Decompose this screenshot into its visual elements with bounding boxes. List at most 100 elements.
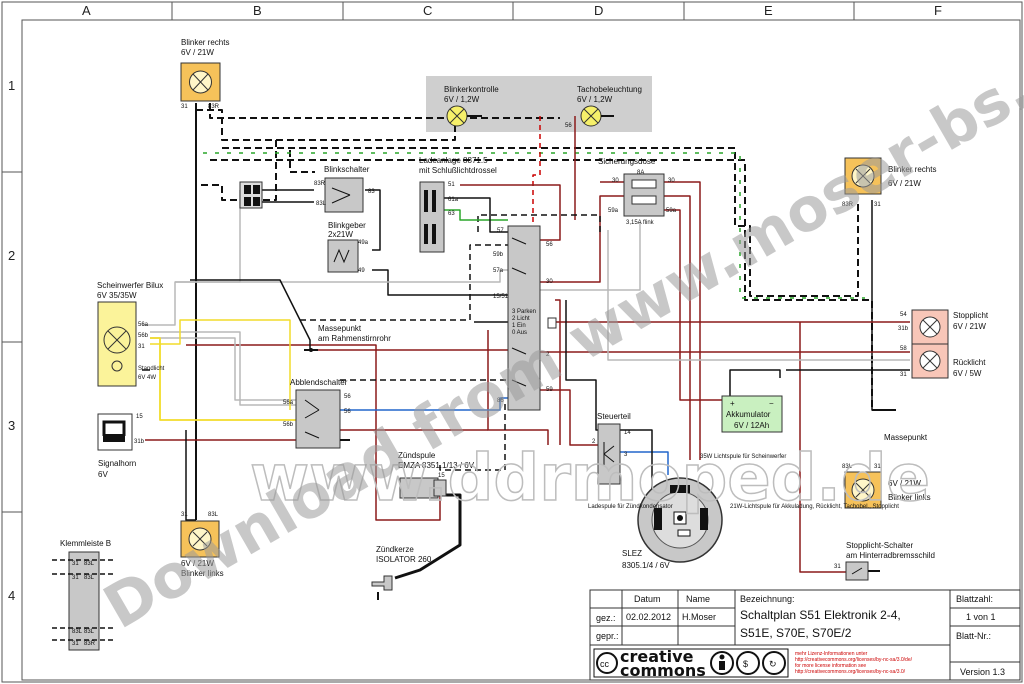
wire-black <box>289 150 315 173</box>
wire-green-dashed <box>203 152 865 299</box>
pin-label: 83R <box>84 641 96 647</box>
blinker-rechts-top-name: Blinker rechts <box>181 38 229 47</box>
pin-label: 58 <box>900 346 907 352</box>
wire-red-dashed <box>532 116 541 225</box>
pin-label: 31 <box>874 464 881 470</box>
title-col-name: Name <box>686 594 710 604</box>
wire-yellow <box>150 319 291 410</box>
pin-label: 31b <box>134 439 145 445</box>
signalhorn-name: Signalhorn <box>98 459 136 468</box>
wire-black <box>196 109 456 141</box>
pin-label: 63 <box>448 211 455 217</box>
blinkerkontrolle-name: Blinkerkontrolle <box>444 85 499 94</box>
standlicht-label: Standlicht <box>138 366 165 372</box>
pin-label: 49 <box>358 268 365 274</box>
massepunkt-rahmen-sub: am Rahmenstirnrohr <box>318 334 391 343</box>
zuendspule-name: Zündspule <box>398 451 436 460</box>
sicherungsdose: Sicherungsdose 8A 3,15A flink 30 30 59a … <box>598 157 677 226</box>
blinker-rechts-right-rating: 6V / 21W <box>888 179 921 188</box>
zuendkerze-name: Zündkerze <box>376 545 414 554</box>
title-gez-datum: 02.02.2012 <box>626 612 671 622</box>
pin-label: 14 <box>624 430 631 436</box>
massepunkt-right: Massepunkt <box>872 409 928 442</box>
pin-label: 15 <box>438 473 445 479</box>
wire-black <box>365 189 381 251</box>
signalhorn: Signalhorn 6V 15 31b <box>97 413 145 479</box>
pin-label: 83L <box>316 201 327 207</box>
pin-label: 56b <box>138 333 149 339</box>
wire-grey <box>150 331 296 406</box>
pin-label: 83L <box>84 561 95 567</box>
blinkschalter-name: Blinkschalter <box>324 165 370 174</box>
blinkgeber: Blinkgeber 2x21W 49a 49 <box>327 221 369 274</box>
blinker-rechts-right-name: Blinker rechts <box>888 165 936 174</box>
abblendschalter-name: Abblendschalter <box>290 378 348 387</box>
blinker-links-right: 6V / 21W Blinker links 83L 31 <box>842 464 931 509</box>
akkumulator-minus: − <box>769 399 774 408</box>
pin-label: 61a <box>448 197 459 203</box>
title-gez-name: H.Moser <box>682 612 716 622</box>
tachobeleuchtung: Tachobeleuchtung 6V / 1,2W 56 <box>565 85 642 129</box>
pin-label: 56b <box>283 422 294 428</box>
wire-black <box>439 400 506 471</box>
pin-label: 83L <box>842 464 853 470</box>
wire-blue <box>615 451 669 475</box>
blinker-links-right-name: Blinker links <box>888 493 931 502</box>
stopplicht-schalter-name: Stopplicht-Schalter <box>846 541 913 550</box>
title-blattzahl-label: Blattzahl: <box>956 594 993 604</box>
sicherungsdose-name: Sicherungsdose <box>598 157 656 166</box>
stopplicht-schalter-sub: am Hinterradbremsschild <box>846 551 935 560</box>
pin-label: 56 <box>344 394 351 400</box>
massepunkt-right-name: Massepunkt <box>884 433 928 442</box>
akkumulator: + − Akkumulator 6V / 12Ah <box>721 395 783 433</box>
blinker-links-bottom: 6V / 21W Blinker links 31 83L <box>180 512 224 578</box>
pin-label: 15/51 <box>493 294 509 300</box>
klemmleiste-b: Klemmleiste B 31 83L 31 83L 83L 83L 31 8… <box>52 539 116 651</box>
akkumulator-plus: + <box>730 399 735 408</box>
slez: SLEZ 8305.1/4 / 6V 35W Lichtspule für Sc… <box>588 454 899 570</box>
zuendschloss-legend: 1 Ein <box>512 323 526 329</box>
pin-label: 56a <box>138 322 149 328</box>
wire-black <box>565 300 653 500</box>
pin-label: 31 <box>72 575 79 581</box>
row-headers: 1 2 3 4 <box>8 78 15 603</box>
zuendschloss-legend: 3 Parken <box>512 309 536 315</box>
wire-red <box>799 322 846 573</box>
zuendschloss-legend: 0 Aus <box>512 330 527 336</box>
massepunkt-rahmen-name: Massepunkt <box>318 324 362 333</box>
slez-lichtspule: 35W Lichtspule für Scheinwerfer <box>700 454 786 460</box>
wire-yellow <box>150 337 296 421</box>
pin-label: 15 <box>136 414 143 420</box>
wire-red <box>660 195 691 460</box>
blinker-links-bottom-name: Blinker links <box>181 569 224 578</box>
wire-blue <box>340 397 508 411</box>
pin-label: 31b <box>898 326 909 332</box>
pin-label: 59a <box>608 208 619 214</box>
cc-logo-line2: commons <box>620 661 706 680</box>
wire-grey <box>175 269 508 283</box>
pin-label: 31 <box>834 564 841 570</box>
pin-label: 31 <box>181 104 188 110</box>
tachobeleuchtung-rating: 6V / 1,2W <box>577 95 613 104</box>
steuerteil: Steuerteil 14 2 3 <box>592 412 631 485</box>
pin-label: 30 <box>668 178 675 184</box>
by-person-icon <box>719 661 725 670</box>
blinker-rechts-top: Blinker rechts 6V / 21W 31 83R <box>180 38 229 110</box>
license-line1: mehr Lizenz-Informationen unter <box>795 651 868 657</box>
title-row-gez: gez.: <box>596 613 616 623</box>
wire-red <box>540 389 598 446</box>
wire-red <box>460 184 561 241</box>
title-row-gepr: gepr.: <box>596 631 619 641</box>
stopplicht-schalter: Stopplicht-Schalter am Hinterradbremssch… <box>834 541 935 581</box>
ladeanlage: Ladeanlage 8871.5 mit Schlußlichtdrossel… <box>419 156 497 253</box>
abblendschalter: Abblendschalter 56a 56b 56 56 86 <box>283 378 504 449</box>
scheinwerfer-rating: 6V 35/35W <box>97 291 137 300</box>
row-header: 1 <box>8 78 15 93</box>
pin-label: 83L <box>208 512 219 518</box>
pin-label: 31 <box>72 641 79 647</box>
title-version: Version 1.3 <box>960 667 1005 677</box>
akkumulator-rating: 6V / 12Ah <box>734 421 769 430</box>
massepunkt-rahmen: Massepunkt am Rahmenstirnrohr <box>304 324 391 352</box>
ruecklicht-name: Rücklicht <box>953 358 986 367</box>
pin-label: 83R <box>208 104 220 110</box>
